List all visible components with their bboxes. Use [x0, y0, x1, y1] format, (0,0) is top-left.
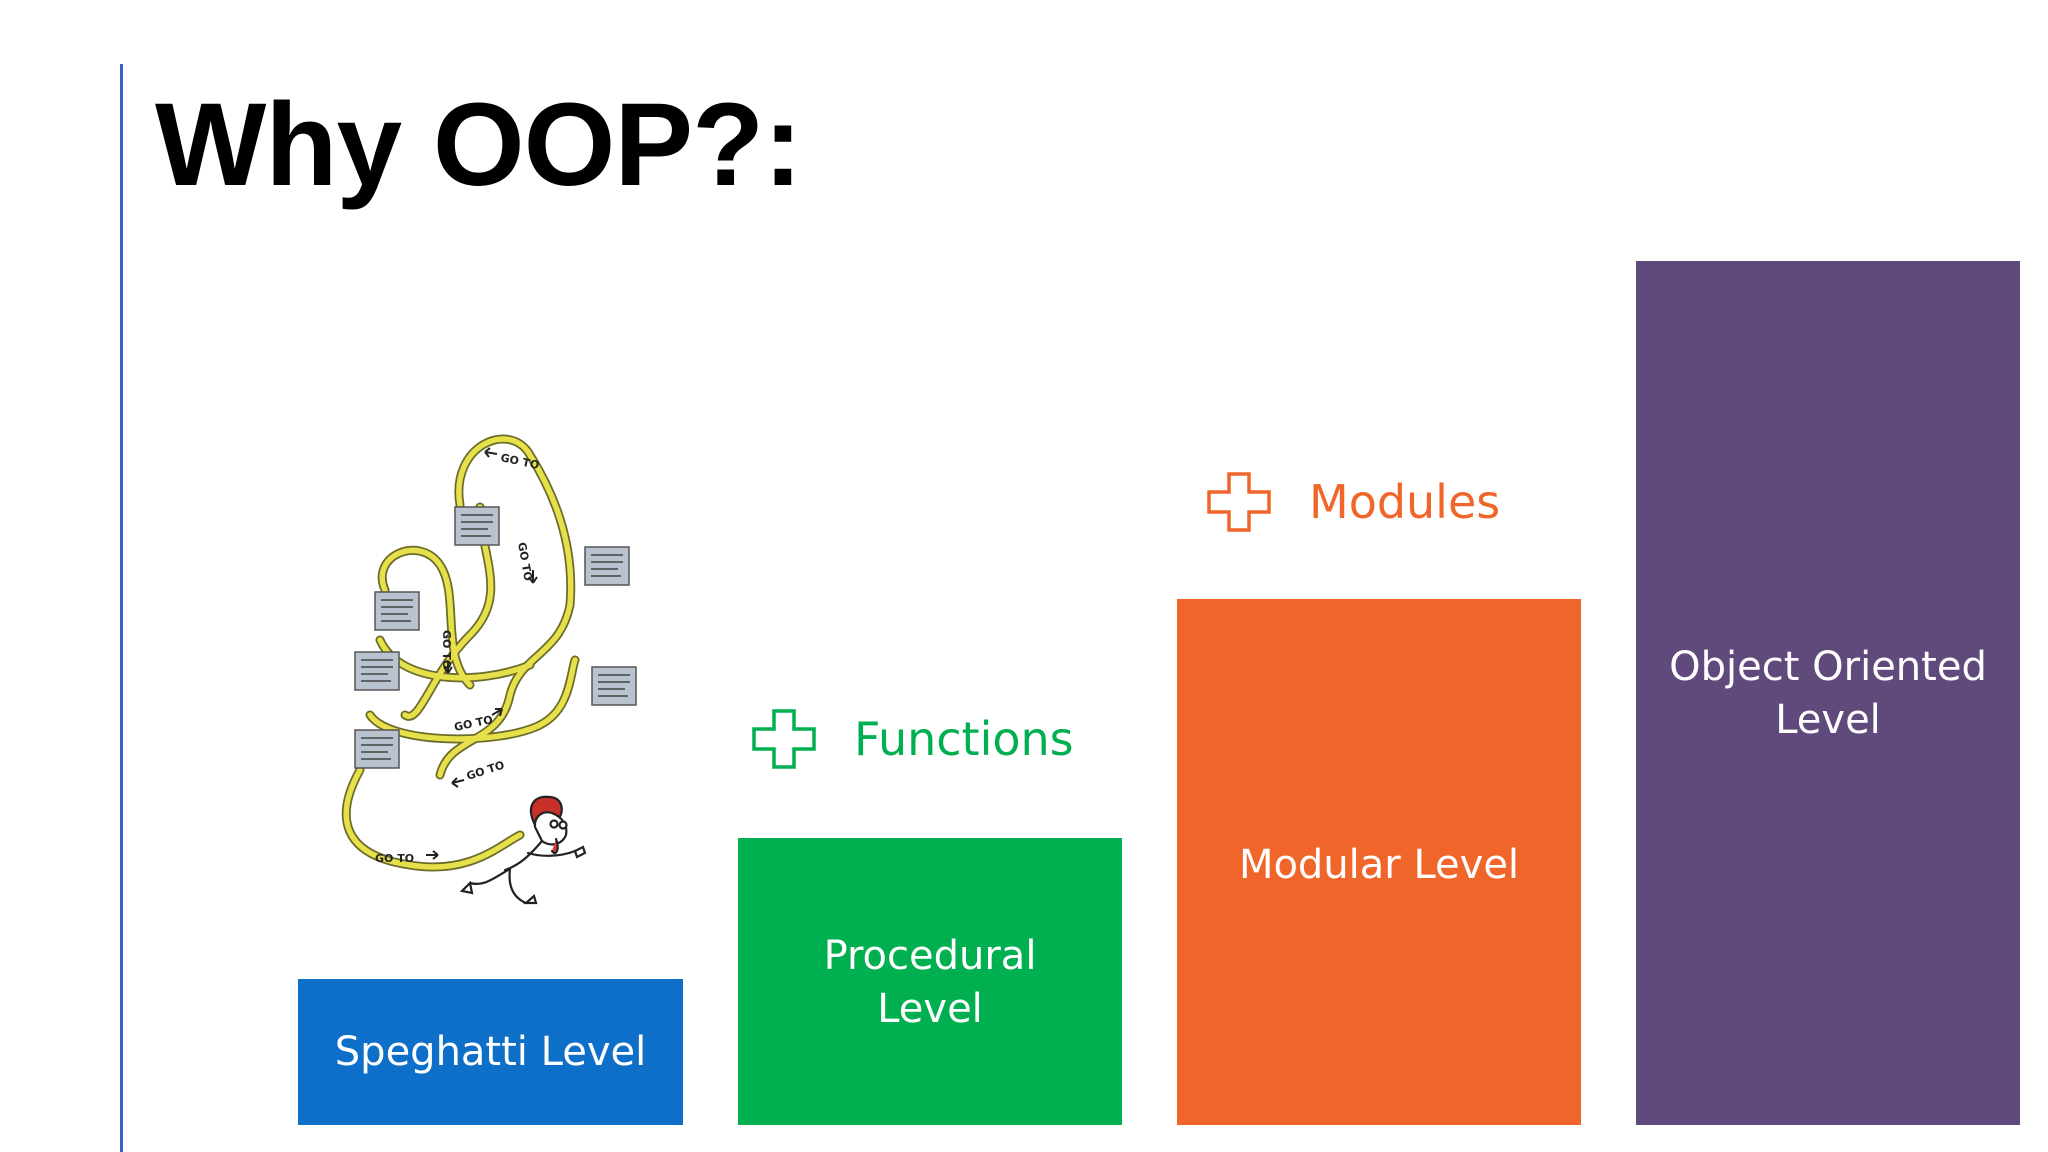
- accent-rule: [120, 64, 123, 1152]
- level-label: Modular Level: [1238, 842, 1520, 888]
- plus-outline-icon: [1207, 472, 1271, 532]
- addition-functions: Functions: [752, 709, 1074, 769]
- goto-label: GO TO: [440, 630, 453, 669]
- level-block-object-oriented: Object Oriented Level: [1636, 261, 2020, 1125]
- level-label-line-1: Object Oriented: [1669, 644, 1987, 690]
- level-label: Speghatti Level: [334, 1028, 647, 1075]
- running-programmer-icon: [459, 795, 587, 905]
- level-label-line-2: Level: [1775, 696, 1881, 743]
- goto-label: GO TO: [465, 758, 506, 782]
- goto-label: GO TO: [375, 852, 414, 865]
- code-boxes: [354, 506, 637, 769]
- level-block-spaghetti: Speghatti Level: [298, 979, 683, 1125]
- plus-outline-icon: [752, 709, 816, 769]
- level-label-line-1: Procedural: [823, 933, 1037, 979]
- addition-modules: Modules: [1207, 472, 1500, 532]
- spaghetti-code-illustration: GO TO GO TO GO TO GO TO GO TO GO TO: [341, 434, 637, 905]
- code-box-lines: [361, 514, 630, 760]
- level-block-procedural: Procedural Level: [738, 838, 1122, 1125]
- slide-title: Why OOP?:: [155, 79, 803, 211]
- addition-label: Functions: [854, 712, 1074, 766]
- level-block-modular: Modular Level: [1177, 599, 1581, 1125]
- goto-arrows: [426, 447, 538, 860]
- level-label-line-2: Level: [877, 985, 983, 1032]
- goto-label: GO TO: [515, 541, 535, 582]
- addition-label: Modules: [1309, 475, 1501, 529]
